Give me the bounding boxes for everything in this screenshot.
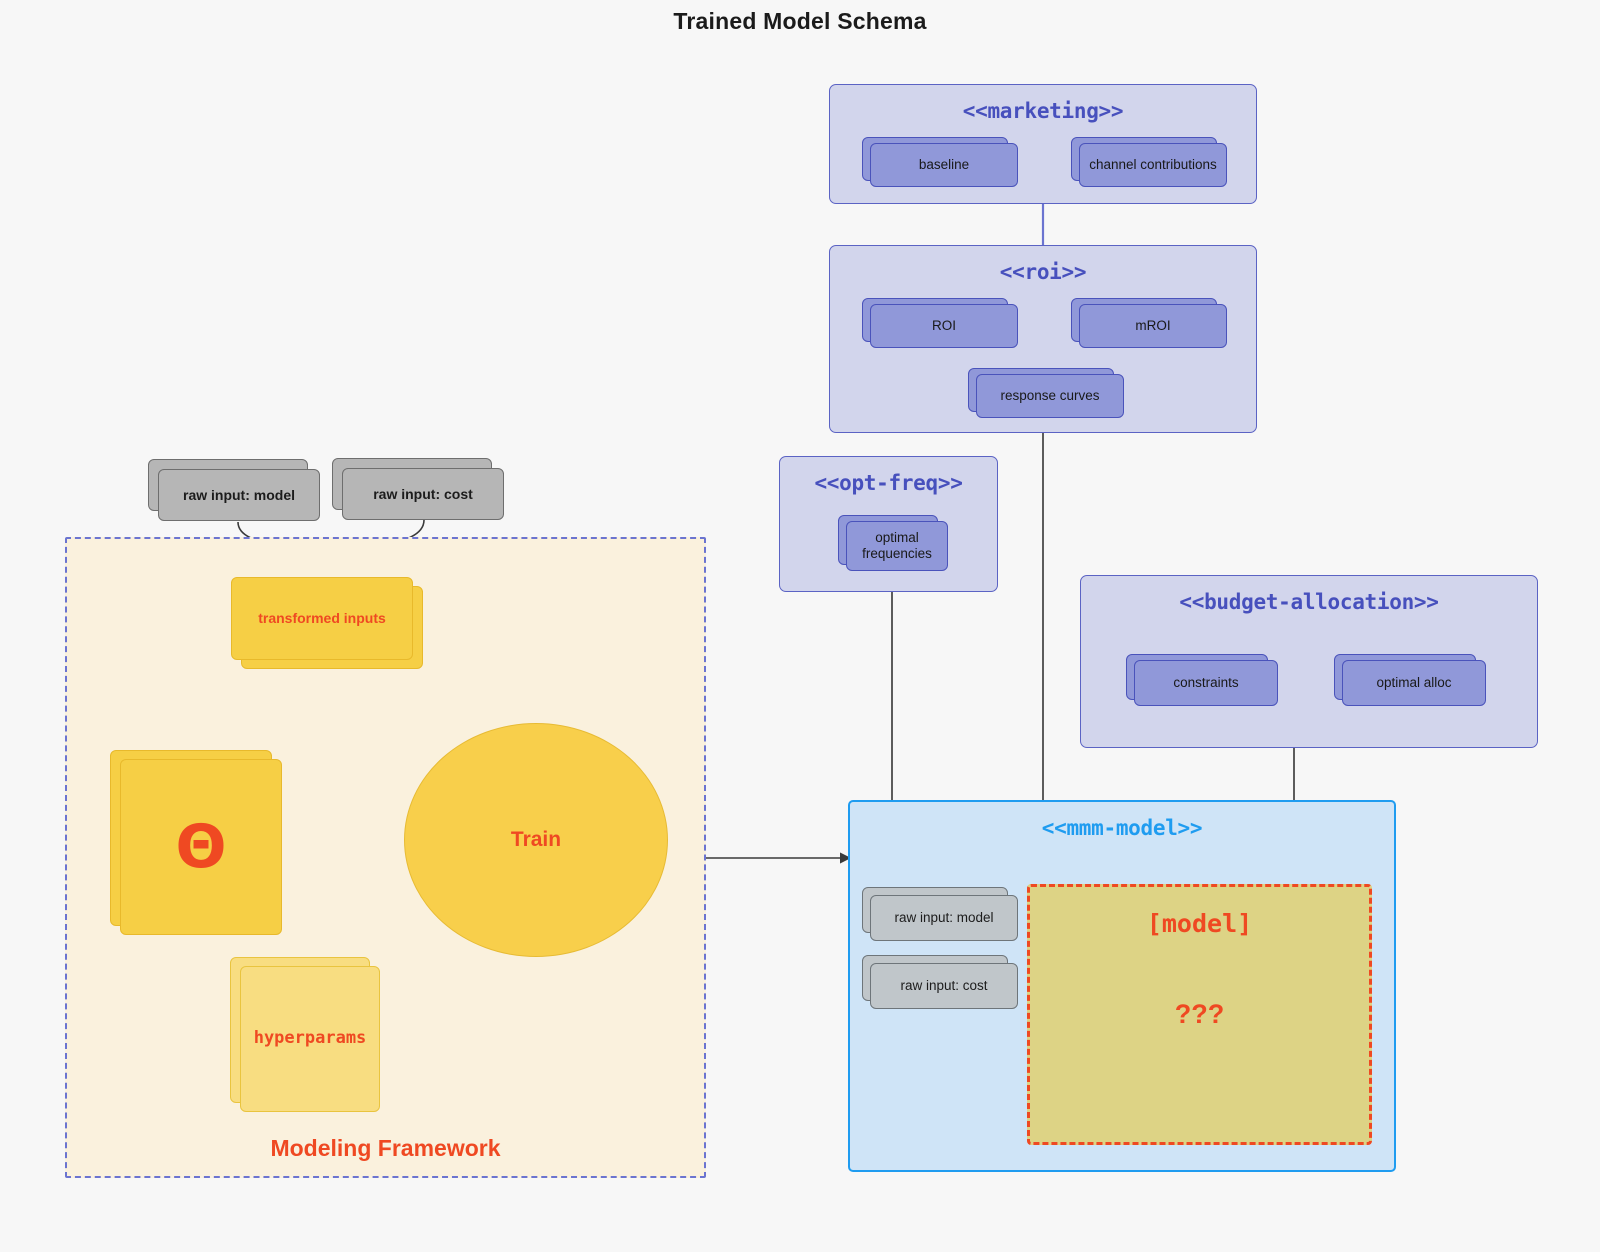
node-response-curves[interactable]: response curves: [968, 368, 1124, 418]
node-baseline[interactable]: baseline: [862, 137, 1018, 187]
node-mroi[interactable]: mROI: [1071, 298, 1227, 348]
node-response-curves-label: response curves: [1000, 388, 1100, 404]
node-raw-input-cost-label: raw input: cost: [373, 485, 473, 502]
node-mroi-label: mROI: [1135, 318, 1171, 334]
node-optimal-alloc-label: optimal alloc: [1376, 675, 1452, 691]
node-transformed-inputs[interactable]: transformed inputs: [231, 577, 423, 669]
node-optimal-frequencies-label-line1: optimal: [875, 530, 919, 546]
package-marketing-title: <<marketing>>: [962, 99, 1124, 123]
package-roi[interactable]: <<roi>> ROI mROI response curves: [829, 245, 1257, 433]
node-transformed-inputs-label: transformed inputs: [258, 610, 386, 627]
node-hyperparams-label: hyperparams: [253, 1028, 367, 1049]
node-roi-label: ROI: [931, 318, 956, 334]
node-mmm-raw-input-cost[interactable]: raw input: cost: [862, 955, 1018, 1009]
node-mmm-raw-input-model-label: raw input: model: [894, 910, 994, 926]
node-mmm-raw-input-model[interactable]: raw input: model: [862, 887, 1018, 941]
node-theta-symbol: Θ: [175, 812, 227, 882]
node-hyperparams[interactable]: hyperparams: [230, 957, 380, 1112]
package-opt-freq-title: <<opt-freq>>: [814, 471, 963, 495]
package-marketing[interactable]: <<marketing>> baseline channel contribut…: [829, 84, 1257, 204]
model-placeholder-title: [model]: [1146, 909, 1253, 938]
node-train-label: Train: [510, 828, 562, 851]
node-roi[interactable]: ROI: [862, 298, 1018, 348]
node-raw-input-model-label: raw input: model: [183, 486, 295, 503]
node-train[interactable]: Train: [404, 723, 668, 957]
package-roi-title: <<roi>>: [999, 260, 1087, 284]
package-opt-freq[interactable]: <<opt-freq>> optimal frequencies: [779, 456, 998, 592]
node-channel-contributions[interactable]: channel contributions: [1071, 137, 1227, 187]
model-placeholder-unknown: ???: [1174, 999, 1225, 1029]
node-constraints[interactable]: constraints: [1126, 654, 1278, 706]
package-budget-allocation[interactable]: <<budget-allocation>> constraints optima…: [1080, 575, 1538, 748]
node-optimal-alloc[interactable]: optimal alloc: [1334, 654, 1486, 706]
node-theta[interactable]: Θ: [110, 750, 282, 935]
node-optimal-frequencies[interactable]: optimal frequencies: [838, 515, 948, 571]
model-placeholder[interactable]: [model] ???: [1027, 884, 1372, 1145]
package-mmm-model[interactable]: <<mmm-model>> raw input: model raw input…: [848, 800, 1396, 1172]
node-raw-input-cost[interactable]: raw input: cost: [332, 458, 504, 520]
node-mmm-raw-input-cost-label: raw input: cost: [900, 978, 988, 994]
node-baseline-label: baseline: [918, 157, 970, 173]
package-budget-allocation-title: <<budget-allocation>>: [1179, 590, 1439, 614]
page-title: Trained Model Schema: [673, 8, 927, 34]
modeling-framework-label: Modeling Framework: [270, 1135, 501, 1161]
node-raw-input-model[interactable]: raw input: model: [148, 459, 320, 521]
package-mmm-model-title: <<mmm-model>>: [1041, 816, 1203, 840]
node-optimal-frequencies-label-line2: frequencies: [862, 546, 932, 561]
node-constraints-label: constraints: [1173, 675, 1239, 691]
node-channel-contributions-label: channel contributions: [1089, 157, 1217, 173]
